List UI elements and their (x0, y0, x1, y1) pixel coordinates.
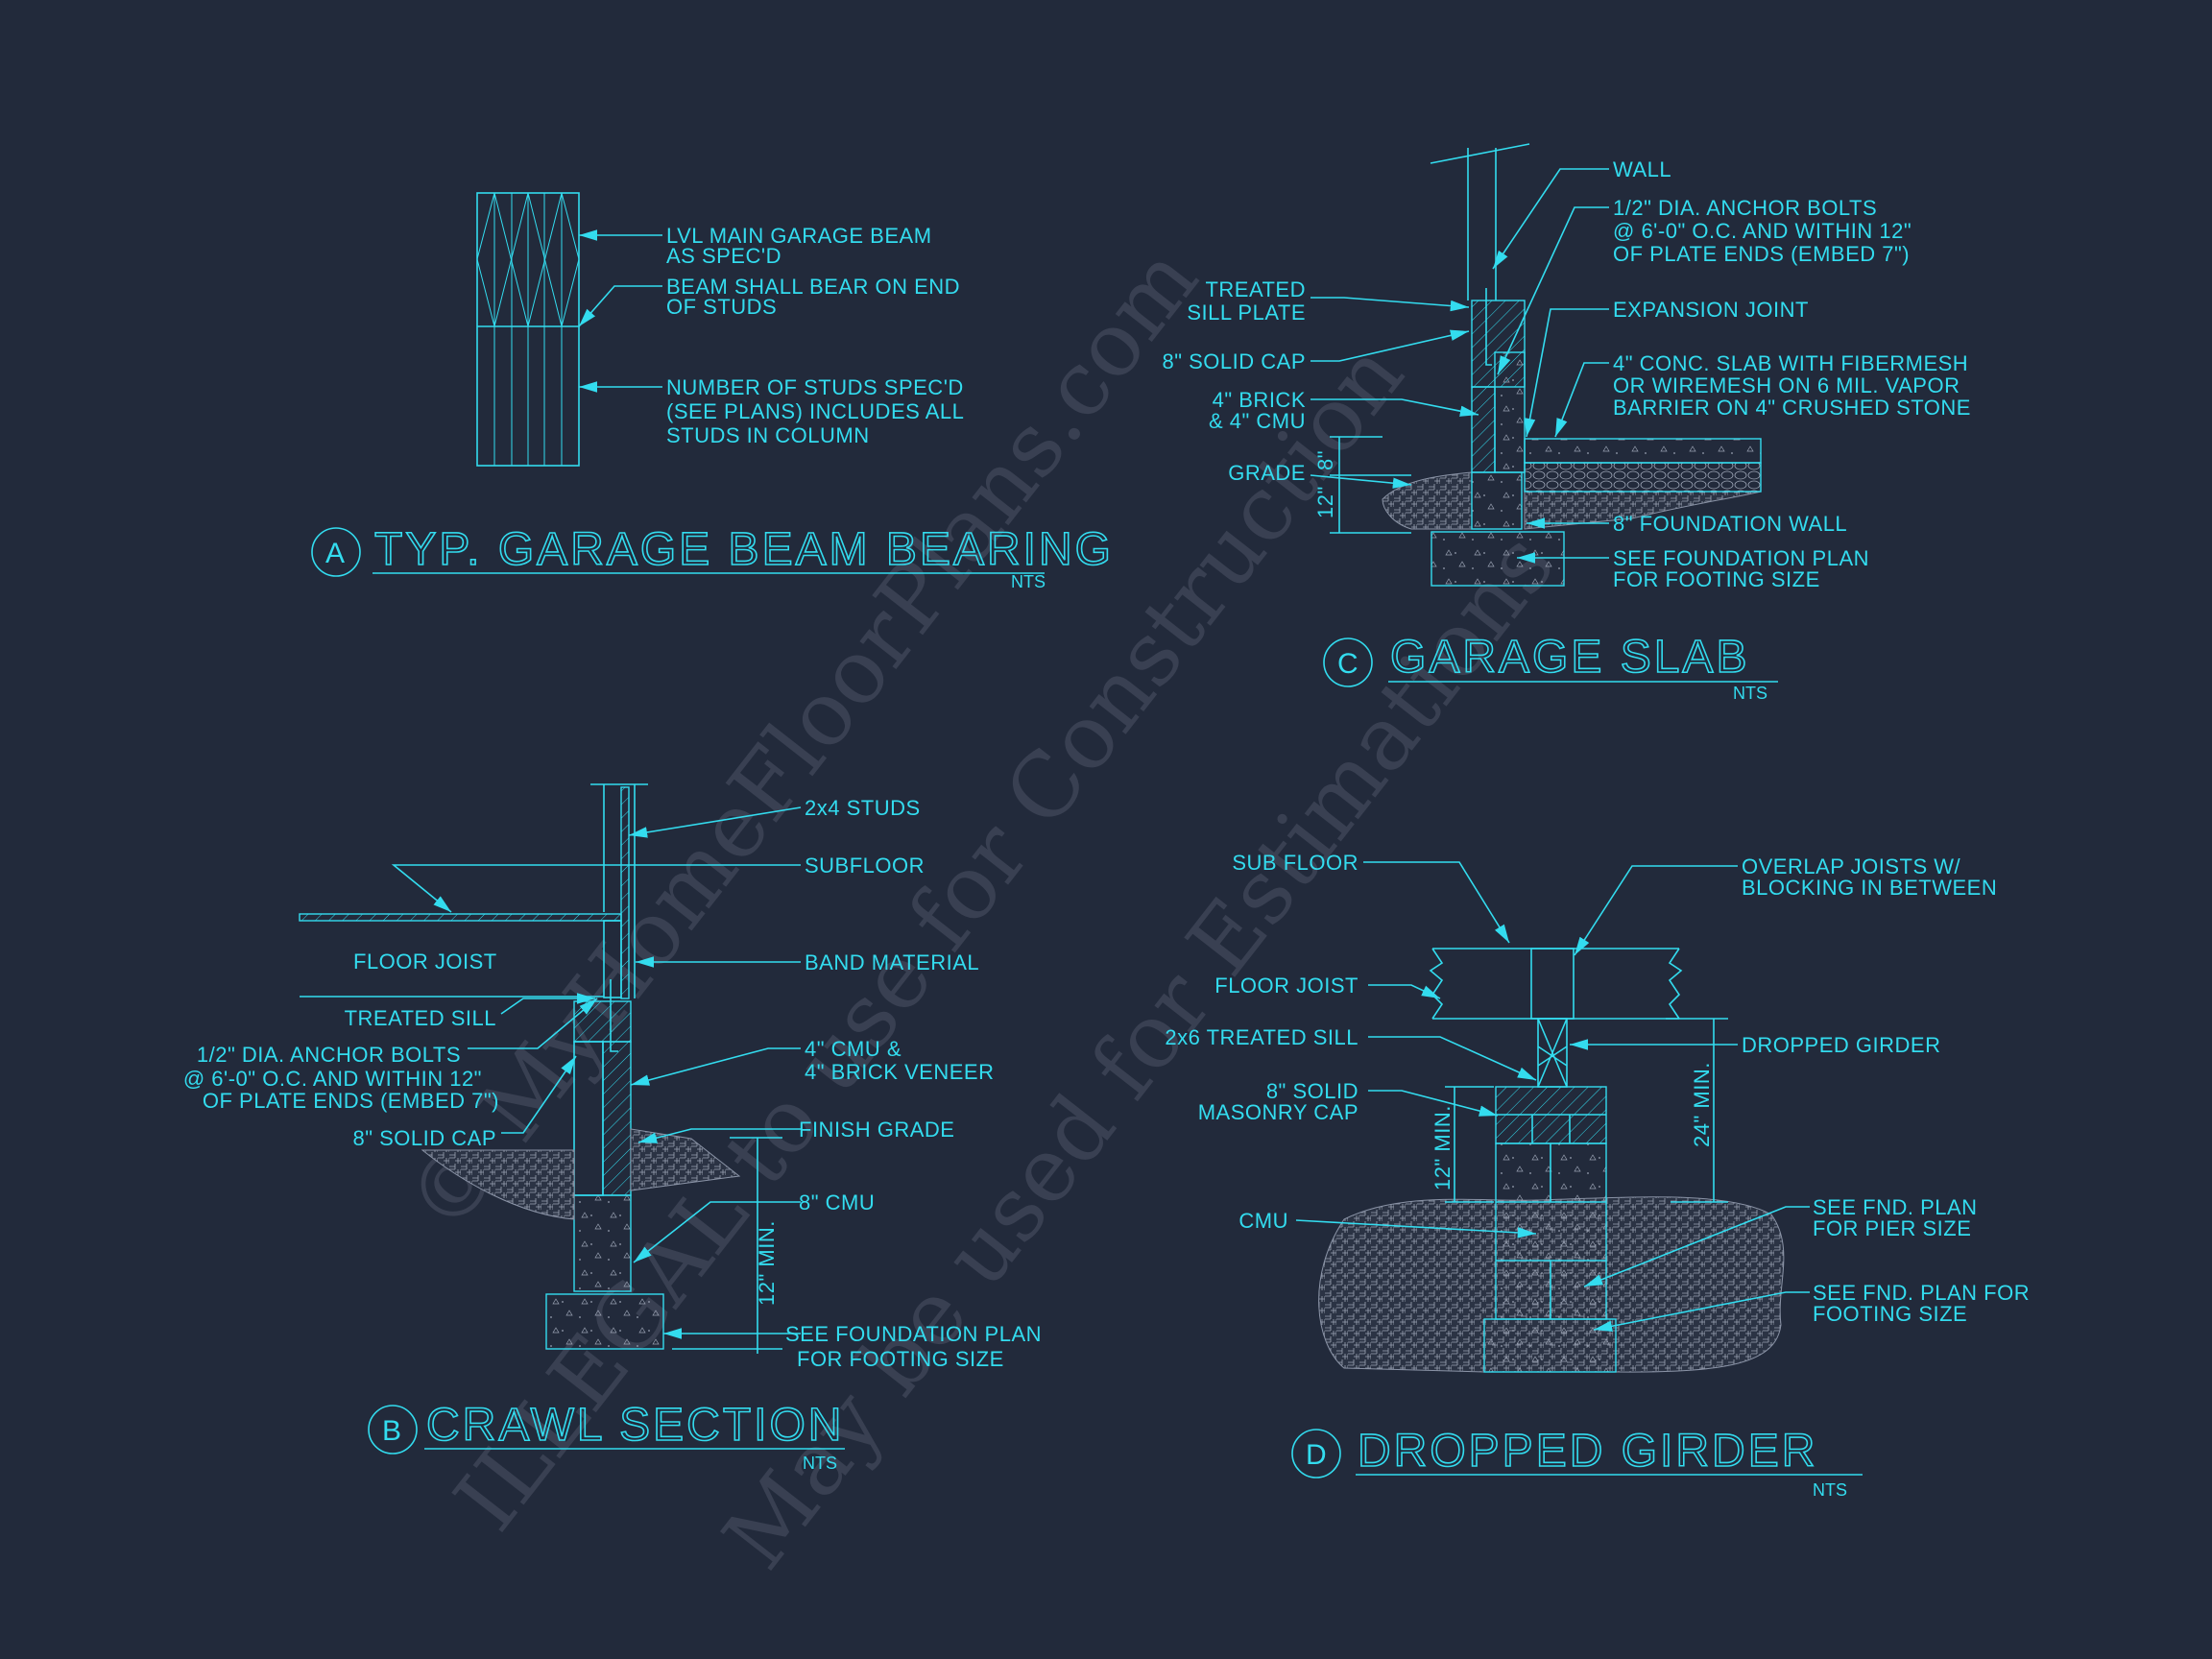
label-footing-1: SEE FND. PLAN FOR (1813, 1281, 2030, 1305)
detail-marker: C (1337, 648, 1358, 680)
scale-nts: NTS (1733, 684, 1767, 703)
label-studs-1: NUMBER OF STUDS SPEC'D (666, 375, 964, 399)
label-slab-2: OR WIREMESH ON 6 MIL. VAPOR (1613, 373, 1960, 397)
label-slab-3: BARRIER ON 4" CRUSHED STONE (1613, 396, 1971, 420)
detail-marker-circle (1291, 1429, 1341, 1479)
dim-8in: 8" (1313, 450, 1337, 470)
label-footing-2: FOR FOOTING SIZE (797, 1347, 1004, 1371)
label-solid-cap: 8" SOLID CAP (352, 1126, 496, 1150)
detail-title: GARAGE SLAB (1390, 632, 1749, 683)
label-pier-1: SEE FND. PLAN (1813, 1195, 1978, 1219)
label-anchor-1: 1/2" DIA. ANCHOR BOLTS (1613, 196, 1877, 220)
label-pier-2: FOR PIER SIZE (1813, 1216, 1971, 1240)
label-anchor-3: OF PLATE ENDS (EMBED 7") (203, 1089, 499, 1113)
label-studs: 2x4 STUDS (805, 796, 921, 820)
label-lvl-beam-1: LVL MAIN GARAGE BEAM (666, 224, 932, 248)
label-grade: GRADE (1228, 461, 1306, 485)
label-treated-1: TREATED (1205, 277, 1306, 301)
label-treated-2: SILL PLATE (1187, 301, 1306, 325)
scale-nts: NTS (803, 1454, 837, 1473)
label-sub-floor: SUB FLOOR (1232, 851, 1358, 875)
label-footing-2: FOOTING SIZE (1813, 1302, 1967, 1326)
label-treated-sill: 2x6 TREATED SILL (1165, 1025, 1358, 1049)
label-brick-1: 4" BRICK (1213, 388, 1306, 412)
dim-12in: 12" (1313, 486, 1337, 518)
dim-12in-min: 12" MIN. (755, 1220, 779, 1306)
detail-title: CRAWL SECTION (426, 1400, 844, 1451)
detail-c-garage-slab: 8" 12" WALL 1/2" DIA. ANCHOR BOLTS @ 6'-… (1162, 143, 1971, 703)
label-footing-2: FOR FOOTING SIZE (1613, 567, 1820, 591)
label-anchor-2: @ 6'-0" O.C. AND WITHIN 12" (1613, 219, 1911, 243)
label-footing-1: SEE FOUNDATION PLAN (785, 1322, 1042, 1346)
detail-d-dropped-girder: 12" MIN. 24" MIN. SUB FLOOR FLOOR JOIST … (1165, 851, 2030, 1500)
detail-b-crawl-section: 12" MIN. 2x4 STUDS SUBFLOOR BAND MATERIA… (183, 783, 1042, 1473)
stud-column (476, 192, 580, 467)
detail-a-garage-beam-bearing: LVL MAIN GARAGE BEAM AS SPEC'D BEAM SHAL… (311, 192, 1114, 591)
label-overlap-2: BLOCKING IN BETWEEN (1742, 876, 1997, 900)
label-footing-1: SEE FOUNDATION PLAN (1613, 546, 1869, 570)
label-cmu-brick-1: 4" CMU & (805, 1037, 902, 1061)
watermark: © MyHomeFloorPlans.com ILLEGAL to use fo… (387, 228, 1575, 1588)
dim-24in-min: 24" MIN. (1690, 1062, 1714, 1147)
label-8in-cmu: 8" CMU (799, 1190, 875, 1214)
label-wall: WALL (1613, 157, 1671, 181)
label-cap-2: MASONRY CAP (1198, 1100, 1358, 1124)
label-subfloor: SUBFLOOR (805, 854, 925, 878)
dim-12in-min: 12" MIN. (1431, 1105, 1455, 1190)
label-cmu: CMU (1238, 1209, 1288, 1233)
label-bear-1: BEAM SHALL BEAR ON END (666, 275, 960, 299)
label-treated-sill: TREATED SILL (345, 1006, 496, 1030)
scale-nts: NTS (1813, 1480, 1847, 1500)
detail-title: DROPPED GIRDER (1358, 1426, 1817, 1477)
label-floor-joist: FLOOR JOIST (353, 950, 497, 974)
label-overlap-1: OVERLAP JOISTS W/ (1742, 854, 1961, 878)
label-solid-cap: 8" SOLID CAP (1162, 349, 1306, 373)
label-studs-2: (SEE PLANS) INCLUDES ALL (666, 399, 964, 423)
label-slab-1: 4" CONC. SLAB WITH FIBERMESH (1613, 351, 1968, 375)
detail-marker: D (1306, 1439, 1327, 1471)
label-brick-2: & 4" CMU (1209, 409, 1306, 433)
detail-marker-circle (1323, 637, 1373, 687)
label-dropped-girder: DROPPED GIRDER (1742, 1033, 1940, 1057)
detail-marker: B (382, 1415, 402, 1447)
label-anchor-3: OF PLATE ENDS (EMBED 7") (1613, 242, 1910, 266)
label-cap-1: 8" SOLID (1266, 1079, 1358, 1103)
label-floor-joist: FLOOR JOIST (1214, 974, 1358, 998)
label-lvl-beam-2: AS SPEC'D (666, 244, 781, 268)
detail-marker-circle (368, 1405, 418, 1455)
label-finish-grade: FINISH GRADE (799, 1118, 954, 1142)
detail-marker: A (325, 538, 346, 569)
detail-title: TYP. GARAGE BEAM BEARING (374, 524, 1114, 575)
label-foundation-wall: 8" FOUNDATION WALL (1613, 512, 1847, 536)
label-expansion-joint: EXPANSION JOINT (1613, 298, 1809, 322)
label-anchor-2: @ 6'-0" O.C. AND WITHIN 12" (183, 1067, 482, 1091)
label-band: BAND MATERIAL (805, 950, 979, 974)
label-cmu-brick-2: 4" BRICK VENEER (805, 1060, 994, 1084)
label-studs-3: STUDS IN COLUMN (666, 423, 870, 447)
detail-marker-circle (311, 527, 361, 577)
label-anchor-1: 1/2" DIA. ANCHOR BOLTS (197, 1043, 461, 1067)
scale-nts: NTS (1011, 572, 1046, 591)
label-bear-2: OF STUDS (666, 295, 777, 319)
